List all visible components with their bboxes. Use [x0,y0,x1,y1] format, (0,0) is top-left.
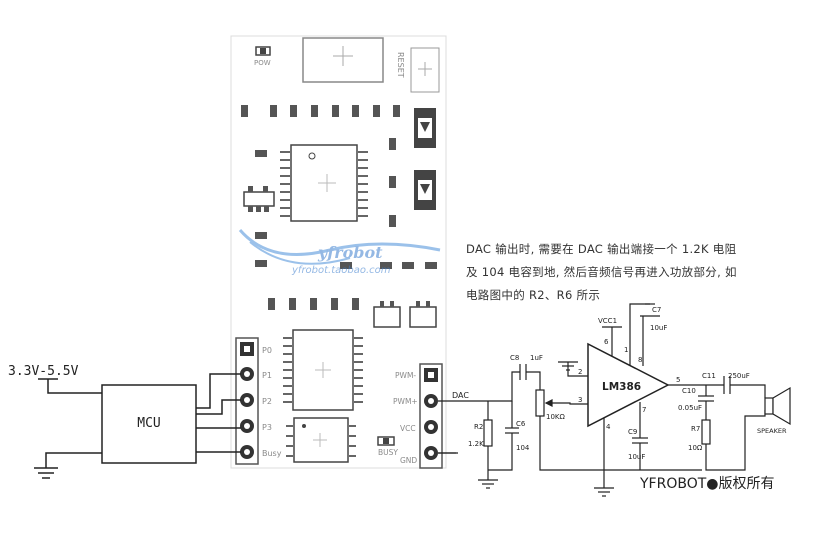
c6-value: 104 [516,444,530,452]
dac-note-line-3: 电路图中的 R2、R6 所示 [466,288,601,302]
pin4-label: 4 [606,423,611,431]
c10-value: 0.05uF [678,404,702,412]
dac-note-line-1: DAC 输出时, 需要在 DAC 输出端接一个 1.2K 电阻 [466,242,737,256]
diode-parts [414,108,436,210]
c9-value: 10uF [628,453,645,461]
pin-label-p2: P2 [262,397,272,406]
pin5-label: 5 [676,376,680,384]
r7-label: R7 [691,425,700,433]
watermark-logo: yfrobot [317,243,383,262]
mcu-label: MCU [137,416,160,431]
pin7-label: 7 [642,406,646,414]
r7-value: 10Ω [688,444,703,452]
ground-symbol-mcu [34,467,58,479]
dac-note-line-2: 及 104 电容到地, 然后音频信号再进入功放部分, 如 [466,265,737,279]
speaker-symbol [764,386,791,426]
pin1-label: 1 [624,346,628,354]
supply-voltage-label: 3.3V-5.5V [8,364,79,379]
pcb-module: RESET POW [230,35,447,469]
pin6-label: 6 [604,338,609,346]
chip-top [290,144,358,222]
transistor [243,186,275,212]
chip-bottom [293,417,349,463]
c6-label: C6 [516,420,526,428]
speaker-label: SPEAKER [757,427,787,435]
c8-label: C8 [510,354,519,362]
pwm-plus-label: PWM+ [393,397,418,406]
pin8-label: 8 [638,356,642,364]
c9-label: C9 [628,428,637,436]
vcc1-label: VCC1 [598,317,617,325]
r2-label: R2 [474,423,483,431]
c11-value: 250uF [728,372,750,380]
left-header [235,337,259,465]
vcc-silk-label: VCC [400,424,416,433]
pin-label-p1: P1 [262,371,272,380]
c8-value: 1uF [530,354,543,362]
c10-label: C10 [682,387,696,395]
pin3-label: 3 [578,396,582,404]
pot-value: 10KΩ [546,413,565,421]
c7-label: C7 [652,306,661,314]
pwm-minus-label: PWM- [395,371,416,380]
watermark: yfrobot yfrobot.taobao.com [238,229,441,276]
smd-row-top [241,105,400,117]
pin-label-busy: Busy [262,449,282,458]
busy-led [377,436,395,446]
pin2-label: 2 [578,368,582,376]
mcu-section: 3.3V-5.5V MCU [8,364,241,479]
ground-symbols [478,303,655,497]
amplifier-labels: DAC C8 1uF R2 1.2K C6 104 10KΩ LM386 VCC… [452,306,787,461]
pin-label-p0: P0 [262,346,272,355]
copyright-label: YFROBOT●版权所有 [639,476,775,492]
c7-value: 10uF [650,324,667,332]
reset-button [410,47,440,93]
right-header [419,363,443,469]
pow-label: POW [254,59,271,67]
dac-label: DAC [452,391,469,400]
mcu-block [101,384,197,464]
lm386-label: LM386 [602,381,641,393]
pin-label-p3: P3 [262,423,272,432]
battery-holder [302,37,384,83]
c11-label: C11 [702,372,716,380]
watermark-url: yfrobot.taobao.com [291,265,391,276]
amplifier-circuit [438,303,766,488]
busy-silk-label: BUSY [378,448,398,457]
chip-middle [292,329,354,411]
mcu-wires [196,373,241,453]
r2-value: 1.2K [468,440,484,448]
reset-label: RESET [396,52,405,78]
gnd-silk-label: GND [400,456,417,465]
power-led [255,46,271,56]
